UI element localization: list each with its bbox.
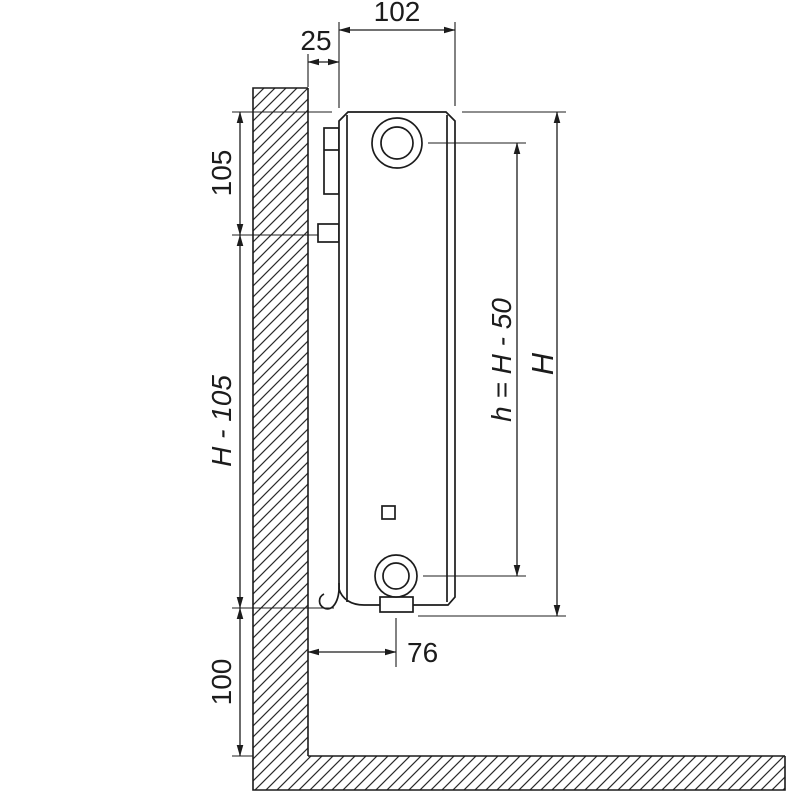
radiator-foot-hook [318, 582, 340, 610]
vent-square [381, 505, 396, 520]
radiator [317, 111, 456, 613]
dim-label-bracket-span: H - 105 [206, 375, 237, 467]
bottom-connection-outer-circle [374, 554, 418, 598]
dim-total-height: H [418, 111, 566, 617]
floor-outer-edge [252, 756, 786, 791]
wall-hatch [253, 88, 308, 756]
dim-label-floor-clearance: 100 [206, 659, 237, 706]
floor-hatch [253, 756, 785, 790]
radiator-body-outline [338, 111, 456, 606]
dim-label-depth: 102 [374, 0, 421, 27]
dim-left-chain: 105 H - 105 100 [206, 111, 334, 757]
dim-label-bottom-inset: 76 [407, 637, 438, 668]
wall-bracket-clip [317, 223, 340, 243]
top-connection-outer-circle [371, 117, 423, 169]
dim-label-total-height: H [525, 352, 560, 375]
bottom-drain-plug [379, 596, 414, 613]
bottom-connection-inner-circle [382, 562, 410, 590]
wall-outer-edge [252, 87, 308, 756]
dim-bottom-inset: 76 [307, 618, 438, 668]
wall-bracket-upper [323, 127, 340, 195]
dim-label-connection-spacing: h = H - 50 [486, 298, 517, 422]
floor [252, 755, 786, 791]
dim-connection-spacing: h = H - 50 [423, 142, 526, 577]
wall [252, 87, 309, 756]
dim-depth: 102 [338, 0, 456, 108]
dim-label-top-offset: 105 [206, 150, 237, 197]
dim-wall-clearance: 25 [300, 25, 340, 87]
top-connection-inner-circle [380, 126, 414, 160]
dim-label-wall-clearance: 25 [300, 25, 331, 56]
